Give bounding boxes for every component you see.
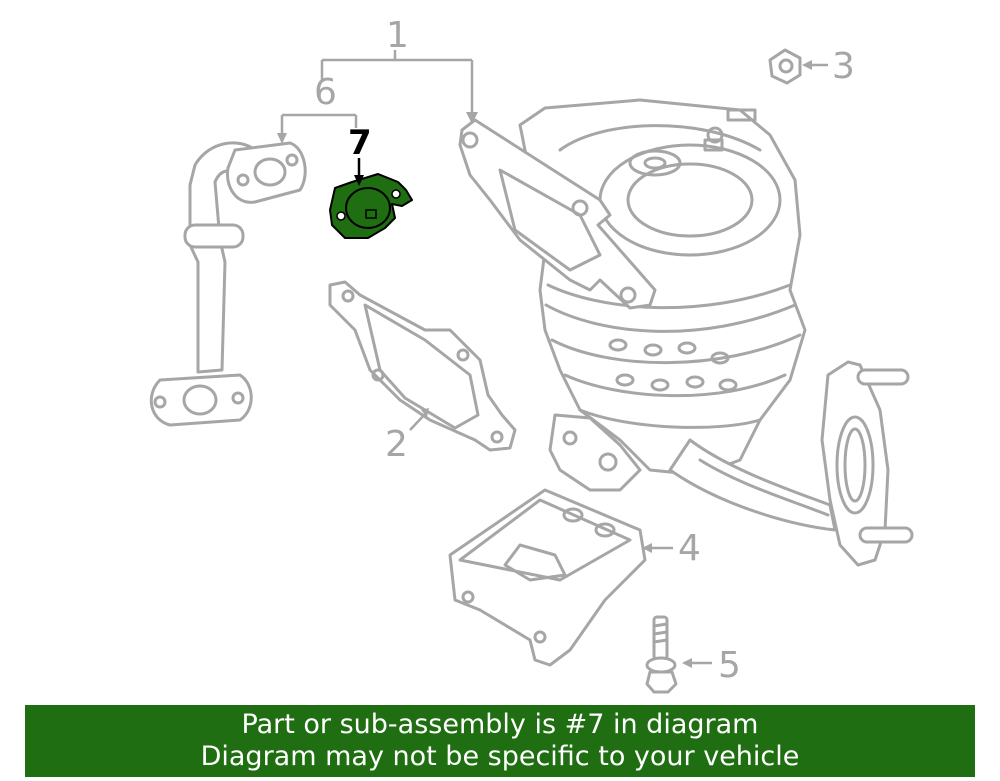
banner-line-1: Part or sub-assembly is #7 in diagram (241, 709, 759, 740)
egr-pipe (149, 141, 307, 427)
callout-3: 3 (832, 46, 855, 87)
info-banner: Part or sub-assembly is #7 in diagram Di… (25, 705, 975, 777)
bracket (448, 488, 647, 667)
callout-1: 1 (386, 15, 409, 56)
leader-lines (277, 50, 828, 668)
highlighted-part-7 (329, 173, 413, 239)
banner-line-2: Diagram may not be specific to your vehi… (200, 741, 800, 772)
callout-2: 2 (385, 424, 408, 465)
gasket (328, 280, 517, 452)
catalytic-converter-assembly (458, 98, 914, 567)
callout-5: 5 (718, 645, 741, 686)
callout-6: 6 (314, 72, 337, 113)
callout-4: 4 (678, 528, 701, 569)
bolt (645, 615, 678, 694)
nut (768, 48, 802, 85)
callout-7: 7 (348, 123, 372, 163)
